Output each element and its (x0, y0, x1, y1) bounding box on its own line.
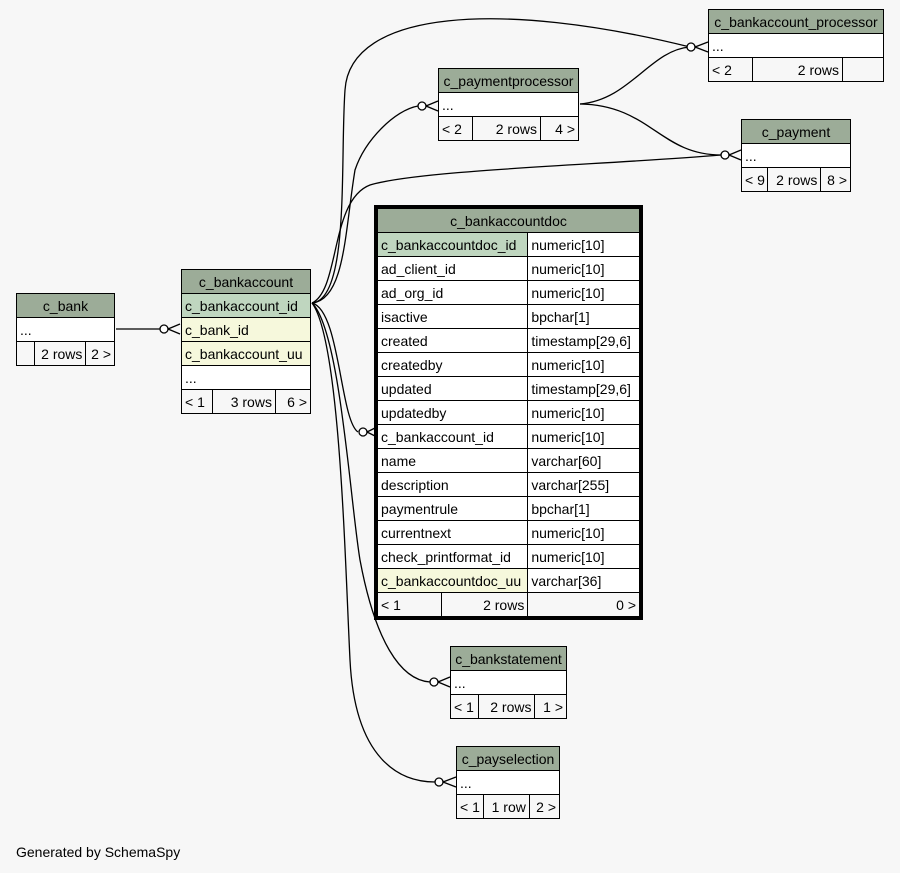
column-type: bpchar[1] (527, 304, 640, 329)
column-name-pk: c_bankaccountdoc_id (376, 232, 529, 257)
parents-count: < 1 (377, 592, 442, 617)
parents-count: < 2 (438, 116, 473, 141)
children-count: 8 > (820, 167, 851, 192)
column-type: numeric[10] (527, 400, 640, 425)
table-title[interactable]: c_bankaccount (181, 269, 311, 294)
row-count: 2 rows (752, 57, 843, 82)
table-title[interactable]: c_payselection (456, 746, 560, 771)
parents-count (16, 341, 35, 366)
column-name: check_printformat_id (376, 544, 529, 569)
column-name: updatedby (376, 400, 529, 425)
column-fk: c_bank_id (181, 317, 311, 342)
table-title[interactable]: c_bank (16, 293, 115, 318)
children-count (842, 57, 884, 82)
column-name: created (376, 328, 529, 353)
table-title[interactable]: c_bankstatement (450, 646, 567, 671)
column-type: varchar[255] (527, 472, 640, 497)
table-title[interactable]: c_bankaccount_processor (708, 9, 884, 34)
row-count: 3 rows (212, 389, 276, 414)
table-c-bank[interactable]: c_bank ... 2 rows 2 > (16, 293, 115, 366)
children-count: 1 > (534, 694, 567, 719)
row-count: 2 rows (33, 341, 87, 366)
column-name: name (376, 448, 529, 473)
column-type: numeric[10] (527, 544, 640, 569)
table-c-bankaccount-processor[interactable]: c_bankaccount_processor ... < 2 2 rows (707, 9, 884, 82)
column-type: bpchar[1] (527, 496, 640, 521)
column-type: timestamp[29,6] (527, 376, 640, 401)
parents-count: < 1 (456, 794, 484, 819)
column-type: timestamp[29,6] (527, 328, 640, 353)
column-indexed: c_bankaccount_uu (181, 341, 311, 366)
table-c-bankstatement[interactable]: c_bankstatement ... < 1 2 rows 1 > (450, 646, 567, 719)
column-name: ad_client_id (376, 256, 529, 281)
column-name-indexed: c_bankaccountdoc_uu (376, 568, 529, 593)
children-count: 2 > (85, 341, 115, 366)
row-count: 2 rows (767, 167, 822, 192)
generator-credit: Generated by SchemaSpy (16, 844, 181, 860)
column-ellipsis: ... (456, 770, 560, 795)
parents-count: < 1 (450, 694, 479, 719)
table-c-payment[interactable]: c_payment ... < 9 2 rows 8 > (740, 119, 851, 192)
children-count: 0 > (527, 592, 640, 617)
column-name: createdby (376, 352, 529, 377)
column-ellipsis: ... (181, 365, 311, 390)
parents-count: < 9 (740, 167, 769, 192)
column-ellipsis: ... (16, 317, 115, 342)
children-count: 6 > (274, 389, 312, 414)
column-type: varchar[60] (527, 448, 640, 473)
column-type: numeric[10] (527, 520, 640, 545)
table-title[interactable]: c_paymentprocessor (438, 68, 579, 93)
column-name: paymentrule (376, 496, 529, 521)
column-ellipsis: ... (741, 143, 851, 168)
children-count: 2 > (528, 794, 561, 819)
column-name: currentnext (376, 520, 529, 545)
column-ellipsis: ... (708, 33, 884, 58)
column-name: isactive (376, 304, 529, 329)
table-c-payselection[interactable]: c_payselection ... < 1 1 row 2 > (456, 746, 561, 819)
column-type: varchar[36] (527, 568, 640, 593)
column-type: numeric[10] (527, 256, 640, 281)
row-count: 2 rows (477, 694, 536, 719)
column-name-fk: c_bankaccount_id (376, 424, 529, 449)
row-count: 2 rows (471, 116, 541, 141)
table-title[interactable]: c_bankaccountdoc (377, 208, 640, 233)
table-c-paymentprocessor[interactable]: c_paymentprocessor ... < 2 2 rows 4 > (438, 68, 580, 141)
table-title[interactable]: c_payment (741, 119, 851, 144)
column-type: numeric[10] (527, 424, 640, 449)
column-name: description (376, 472, 529, 497)
table-c-bankaccount[interactable]: c_bankaccount c_bankaccount_id c_bank_id… (180, 269, 312, 414)
row-count: 1 row (482, 794, 530, 819)
row-count: 2 rows (440, 592, 529, 617)
column-type: numeric[10] (527, 232, 640, 257)
column-type: numeric[10] (527, 352, 640, 377)
children-count: 4 > (539, 116, 580, 141)
column-type: numeric[10] (527, 280, 640, 305)
column-name: updated (376, 376, 529, 401)
column-ellipsis: ... (450, 670, 567, 695)
column-ellipsis: ... (438, 92, 579, 117)
column-pk: c_bankaccount_id (181, 293, 311, 318)
parents-count: < 1 (180, 389, 214, 414)
parents-count: < 2 (707, 57, 754, 82)
column-name: ad_org_id (376, 280, 529, 305)
